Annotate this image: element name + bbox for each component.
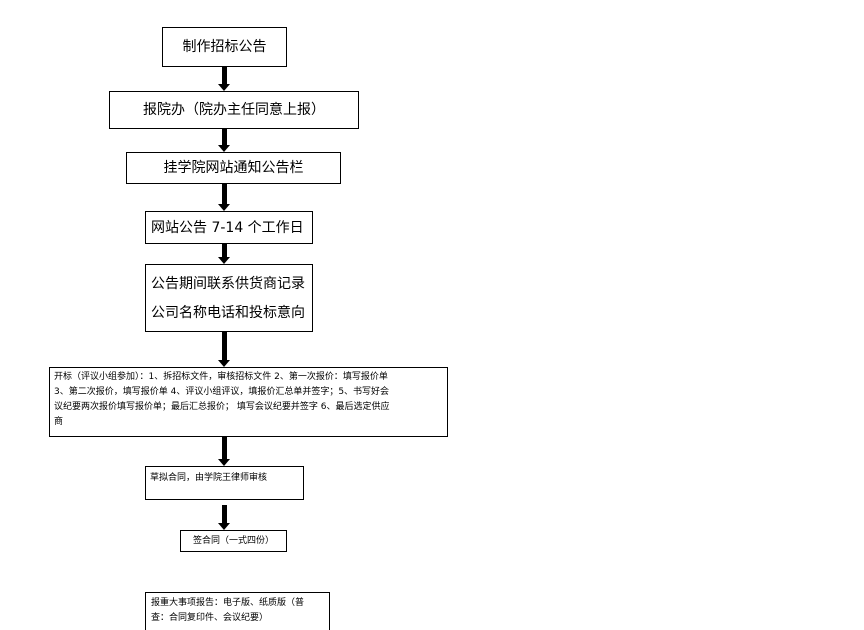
step-label: 报院办（院办主任同意上报） [143, 102, 325, 118]
flow-arrow [218, 244, 230, 264]
step-label: 草拟合同，由学院王律师审核 [150, 473, 268, 483]
step-line: 公告期间联系供货商记录 [151, 276, 305, 292]
step-website-announcement-period: 网站公告 7-14 个工作日 [145, 211, 313, 244]
step-label: 签合同（一式四份） [192, 535, 274, 546]
step-report-to-office: 报院办（院办主任同意上报） [109, 91, 359, 129]
step-line: 报重大事项报告：电子版、纸质版（普 [151, 598, 305, 608]
flow-arrow [218, 129, 230, 152]
step-sign-contract: 签合同（一式四份） [180, 530, 287, 552]
step-make-tender-notice: 制作招标公告 [162, 27, 287, 67]
step-contact-suppliers: 公告期间联系供货商记录 公司名称电话和投标意向 [145, 264, 313, 332]
step-line: 查：合同复印件、会议纪要） [151, 613, 269, 623]
step-draft-contract: 草拟合同，由学院王律师审核 [145, 466, 304, 500]
step-label: 制作招标公告 [182, 39, 267, 55]
flow-arrow [218, 332, 230, 367]
step-line: 开标（评议小组参加）：1、拆招标文件，审核招标文件 2、第一次报价：填写报价单 [54, 372, 388, 382]
flow-arrow [218, 67, 230, 91]
step-line: 3、第二次报价，填写报价单 4、评议小组评议，填报价汇总单并签字；5、书写好会 [54, 387, 390, 397]
flow-arrow [218, 184, 230, 211]
step-bid-opening: 开标（评议小组参加）：1、拆招标文件，审核招标文件 2、第一次报价：填写报价单 … [49, 367, 448, 437]
step-line: 商 [54, 417, 64, 427]
flow-arrow [218, 505, 230, 530]
step-line: 公司名称电话和投标意向 [151, 305, 305, 321]
step-label: 挂学院网站通知公告栏 [163, 160, 304, 176]
step-report-major-matter: 报重大事项报告：电子版、纸质版（普 查：合同复印件、会议纪要） [145, 592, 330, 630]
step-line: 议纪要两次报价填写报价单；最后汇总报价； 填写会议纪要并签字 6、最后选定供应 [54, 402, 390, 412]
step-label: 网站公告 7-14 个工作日 [151, 219, 304, 236]
step-post-on-website: 挂学院网站通知公告栏 [126, 152, 341, 184]
flow-arrow [218, 437, 230, 466]
